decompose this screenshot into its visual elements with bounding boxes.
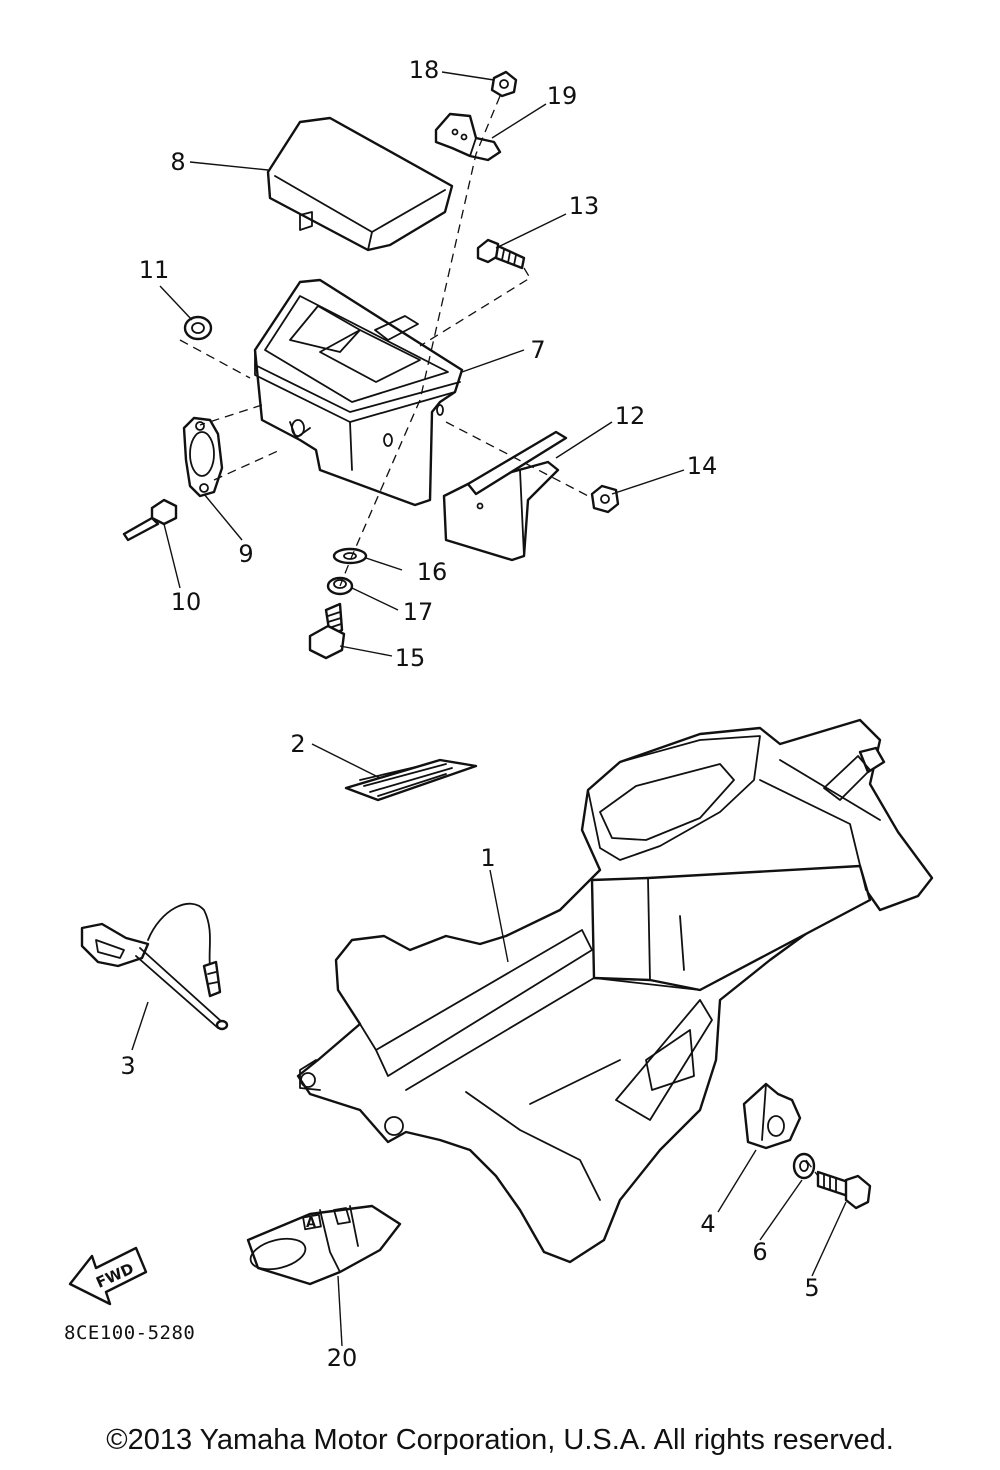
part-7-box — [253, 278, 464, 507]
callout-16: 16 — [417, 558, 448, 586]
assembly-line — [199, 404, 263, 426]
callouts: 1 1 2 3 4 5 6 7 8 9 10 11 12 13 14 15 16… — [120, 56, 819, 1372]
pouch-badge-text: A — [306, 1216, 316, 1231]
part-1-tray — [296, 718, 934, 1264]
part-9-plate — [182, 416, 224, 498]
callout-12: 12 — [615, 402, 646, 430]
assembly-line — [805, 1159, 819, 1177]
callout-1: 1 — [480, 844, 495, 872]
part-3-strap — [80, 902, 229, 1031]
leader-lines — [131, 71, 847, 1347]
callout-15: 15 — [395, 644, 426, 672]
part-16-washer — [332, 547, 368, 565]
part-15-bolt — [308, 602, 346, 660]
callout-13: 13 — [569, 192, 600, 220]
callout-17: 17 — [403, 598, 434, 626]
callout-10: 10 — [171, 588, 202, 616]
assembly-line — [179, 339, 251, 379]
part-18-nut — [490, 70, 518, 98]
part-10-screw — [122, 498, 178, 542]
diagram-code: 8CE100-5280 — [64, 1322, 196, 1344]
callout-19: 19 — [547, 82, 578, 110]
callout-14: 14 — [687, 452, 718, 480]
callout-9: 9 — [238, 540, 253, 568]
part-13-bolt — [476, 238, 526, 270]
callout-11: 11 — [139, 256, 170, 284]
part-12-plate — [442, 430, 568, 562]
assembly-line — [213, 449, 281, 481]
part-14-nut — [590, 484, 620, 514]
callout-6: 6 — [752, 1238, 767, 1266]
copyright-notice: ©2013 Yamaha Motor Corporation, U.S.A. A… — [106, 1424, 894, 1456]
part-11-grommet — [183, 315, 213, 341]
callout-7: 7 — [530, 336, 545, 364]
assembly-line — [445, 421, 593, 499]
callout-20: 20 — [327, 1344, 358, 1372]
part-8-lid — [266, 116, 454, 252]
callout-18: 18 — [409, 56, 440, 84]
part-5-bolt — [816, 1170, 872, 1210]
callout-8: 8 — [170, 148, 185, 176]
part-2-label — [344, 758, 478, 802]
assembly-line — [419, 267, 531, 347]
fwd-arrow-icon: FWD — [68, 1246, 148, 1306]
part-19-bracket — [434, 112, 502, 162]
callout-3: 3 — [120, 1052, 135, 1080]
callout-4: 4 — [700, 1210, 715, 1238]
callout-2: 2 — [290, 730, 305, 758]
part-4-bracket — [742, 1082, 802, 1150]
part-20-pouch: A — [246, 1204, 402, 1286]
part-6-washer — [792, 1152, 816, 1180]
assembly-line — [339, 95, 501, 587]
callout-5: 5 — [804, 1274, 819, 1302]
